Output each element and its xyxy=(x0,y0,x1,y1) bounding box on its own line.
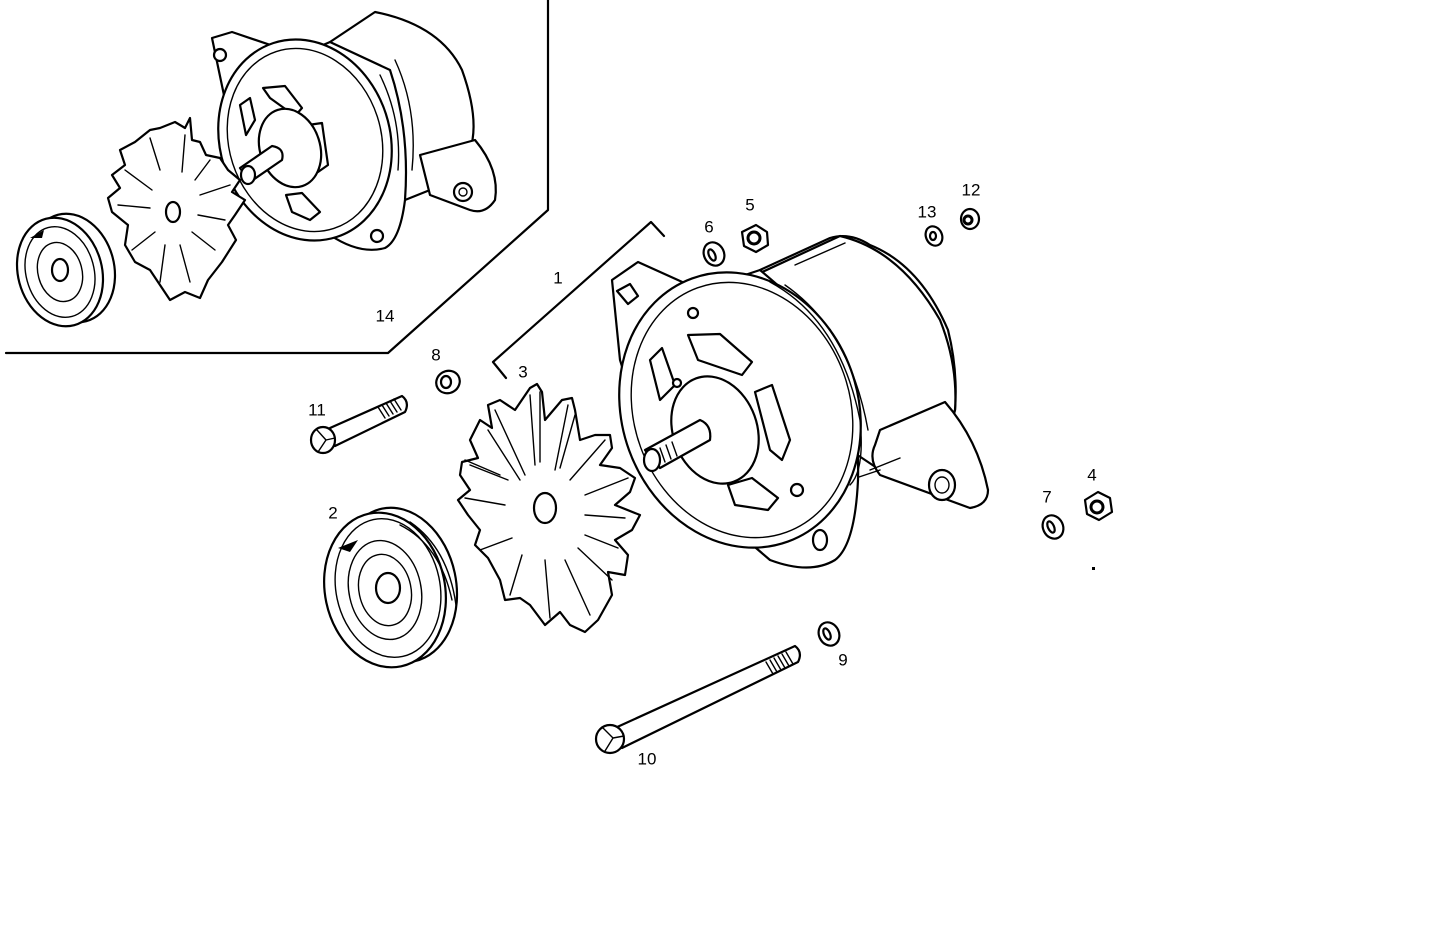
bolt-10-icon xyxy=(594,644,802,755)
callout-1: 1 xyxy=(553,268,563,288)
washer-8-icon xyxy=(435,369,461,395)
washer-7-icon xyxy=(1041,514,1065,540)
callout-12: 12 xyxy=(961,180,981,200)
fan-icon xyxy=(456,382,642,634)
callout-7: 7 xyxy=(1042,487,1052,507)
callout-6: 6 xyxy=(704,217,714,237)
bracket-line-1 xyxy=(491,220,666,380)
callout-10: 10 xyxy=(637,749,657,769)
washer-13-icon xyxy=(924,225,944,247)
callout-8: 8 xyxy=(431,345,441,365)
callout-2: 2 xyxy=(328,503,338,523)
pulley-icon xyxy=(323,506,459,669)
bolt-11-icon xyxy=(309,394,409,455)
nut-12-icon xyxy=(959,207,981,231)
alternator-icon xyxy=(610,234,990,569)
callout-5: 5 xyxy=(745,195,755,215)
callout-3: 3 xyxy=(518,362,528,382)
callout-4: 4 xyxy=(1087,465,1097,485)
nut-4-icon xyxy=(1083,490,1114,522)
callout-9: 9 xyxy=(838,650,848,670)
inset-alternator-icon xyxy=(210,10,497,251)
nut-5-icon xyxy=(740,223,770,254)
callout-14: 14 xyxy=(375,306,395,326)
callout-13: 13 xyxy=(917,202,937,222)
washer-9-icon xyxy=(817,621,841,647)
callout-11: 11 xyxy=(308,400,326,420)
inset-frame xyxy=(4,0,550,355)
speck-mark xyxy=(1092,567,1095,570)
washer-6-icon xyxy=(702,241,726,267)
inset-fan-icon xyxy=(106,116,247,302)
inset-pulley-icon xyxy=(15,212,117,328)
